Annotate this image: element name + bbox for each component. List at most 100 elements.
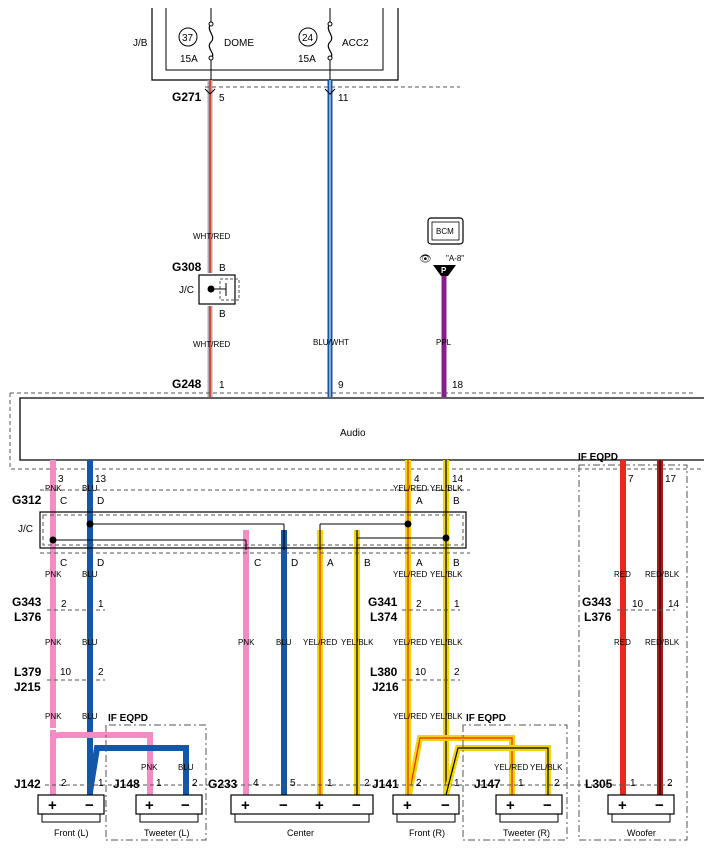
connector-j147: J147 1 2 xyxy=(474,777,560,791)
fuse-dome: 37 15A DOME xyxy=(178,8,254,80)
wire-color-label: YEL/RED xyxy=(393,712,427,721)
connector-name: G341 xyxy=(368,595,398,609)
jc-label: J/C xyxy=(18,524,33,535)
wire-color-label: YEL/BLK xyxy=(530,763,563,772)
plus-terminal: + xyxy=(618,797,627,814)
pin-number: 2 xyxy=(61,778,67,789)
wire-color-label: YEL/BLK xyxy=(430,638,463,647)
audio-pin: 17 xyxy=(665,474,677,485)
connector-name: J142 xyxy=(14,777,41,791)
wire-color-label: BLU xyxy=(82,712,98,721)
connector-name: L380 xyxy=(370,665,398,679)
junction-block: J/B 37 15A DOME 24 15A ACC2 xyxy=(133,8,399,81)
connector-g341: G341 L374 2 1 YEL/RED YEL/BLK xyxy=(368,595,463,647)
connector-name: G312 xyxy=(12,493,42,507)
wire-color-label: BLU xyxy=(178,763,194,772)
jc-pin: C xyxy=(60,558,67,569)
if-eqpd-label: IF EQPD xyxy=(578,452,618,463)
connector-g271: G271 5 11 xyxy=(172,86,460,104)
connector-name: G271 xyxy=(172,90,202,104)
jc-box xyxy=(39,511,467,549)
connector-j148: J148 1 2 xyxy=(113,777,198,791)
wire-color-label: BLU/WHT xyxy=(313,338,349,347)
speaker-box xyxy=(392,794,460,815)
plus-terminal: + xyxy=(506,797,515,814)
wire-color-label: BLU xyxy=(82,484,98,493)
plus-terminal: + xyxy=(145,797,154,814)
jc-pin: B xyxy=(364,558,371,569)
wire-color-label: YEL/RED xyxy=(393,570,427,579)
jc-pin: C xyxy=(254,558,261,569)
if-eqpd-label: IF EQPD xyxy=(108,713,148,724)
fuse-acc2: 24 15A ACC2 xyxy=(298,8,369,80)
jc-pin: B xyxy=(453,496,460,507)
wire-color-label: RED/BLK xyxy=(645,570,680,579)
pin-number: 18 xyxy=(452,380,464,391)
connector-name: G343 xyxy=(12,595,42,609)
wire-color-label: YEL/BLK xyxy=(430,484,463,493)
connector-name: L305 xyxy=(585,777,613,791)
wire-color-label: PNK xyxy=(45,712,62,721)
speaker-label: Front (L) xyxy=(54,828,89,838)
speaker-box xyxy=(230,794,374,815)
wire-color-label: BLU xyxy=(82,638,98,647)
connector-name: G343 xyxy=(582,595,612,609)
eye-icon: 👁 xyxy=(419,254,432,265)
plus-terminal: + xyxy=(315,797,324,814)
connector-g248: G248 1 9 18 xyxy=(172,377,464,391)
wire-color-label: YEL/BLK xyxy=(341,638,374,647)
wire-color-label: YEL/RED xyxy=(494,763,528,772)
bcm-box xyxy=(427,217,464,245)
audio-box xyxy=(19,397,704,461)
audio-label: Audio xyxy=(340,428,366,439)
bcm-pin-shape xyxy=(433,265,456,276)
wire-color-label: WHT/RED xyxy=(193,340,231,349)
pin-number: 2 xyxy=(61,599,67,610)
connector-name: G308 xyxy=(172,260,202,274)
if-eqpd-label: IF EQPD xyxy=(466,713,506,724)
wire-color-label: PNK xyxy=(45,484,62,493)
bcm-label: BCM xyxy=(436,227,454,236)
connector-name: J147 xyxy=(474,777,501,791)
speaker-tweeter-l: + − Tweeter (L) xyxy=(135,794,203,838)
speaker-box xyxy=(495,794,563,815)
pin-number: 1 xyxy=(518,778,524,789)
pin-number: 1 xyxy=(454,599,460,610)
jc-pin: A xyxy=(416,558,423,569)
speaker-box xyxy=(37,794,105,815)
connector-j142: J142 2 1 xyxy=(14,777,104,791)
pin-number: 11 xyxy=(338,93,349,104)
jc-pin: D xyxy=(97,496,104,507)
pin-number: 10 xyxy=(415,667,427,678)
speaker-label: Tweeter (R) xyxy=(503,828,550,838)
audio-pin: 3 xyxy=(58,474,64,485)
if-eqpd-tweeter-r-region: IF EQPD xyxy=(462,713,568,841)
connector-g312: G312 C D A B PNK BLU YEL/RED YEL/BLK J/C… xyxy=(12,484,470,579)
fuse-number: 24 xyxy=(302,33,314,44)
pin-number: 1 xyxy=(156,778,162,789)
fuse-amps: 15A xyxy=(180,54,198,65)
speaker-front-l: + − Front (L) xyxy=(37,794,105,838)
speaker-center: + − + − Center xyxy=(230,794,374,838)
bcm-reference: "A-8" xyxy=(446,254,464,263)
jb-label: J/B xyxy=(133,38,148,49)
wire-color-label: YEL/RED xyxy=(303,638,337,647)
pin-number: 1 xyxy=(219,380,225,391)
pin-number: 2 xyxy=(416,778,422,789)
jc-pin: D xyxy=(97,558,104,569)
audio-pin: 7 xyxy=(628,474,634,485)
wire-color-label: RED xyxy=(614,570,631,579)
fuse-number: 37 xyxy=(182,33,194,44)
pin-number: 9 xyxy=(338,380,344,391)
jc-pin: A xyxy=(327,558,334,569)
wire-color-label: BLU xyxy=(82,570,98,579)
if-eqpd-tweeter-l-region: IF EQPD xyxy=(105,713,207,841)
plus-terminal: + xyxy=(403,797,412,814)
speaker-box xyxy=(607,794,675,815)
wire-color-label: WHT/RED xyxy=(193,232,231,241)
wire-color-label: YEL/BLK xyxy=(430,570,463,579)
pin-label: B xyxy=(219,263,226,274)
plus-terminal: + xyxy=(48,797,57,814)
wire-color-label: RED/BLK xyxy=(645,638,680,647)
connector-name: G248 xyxy=(172,377,202,391)
